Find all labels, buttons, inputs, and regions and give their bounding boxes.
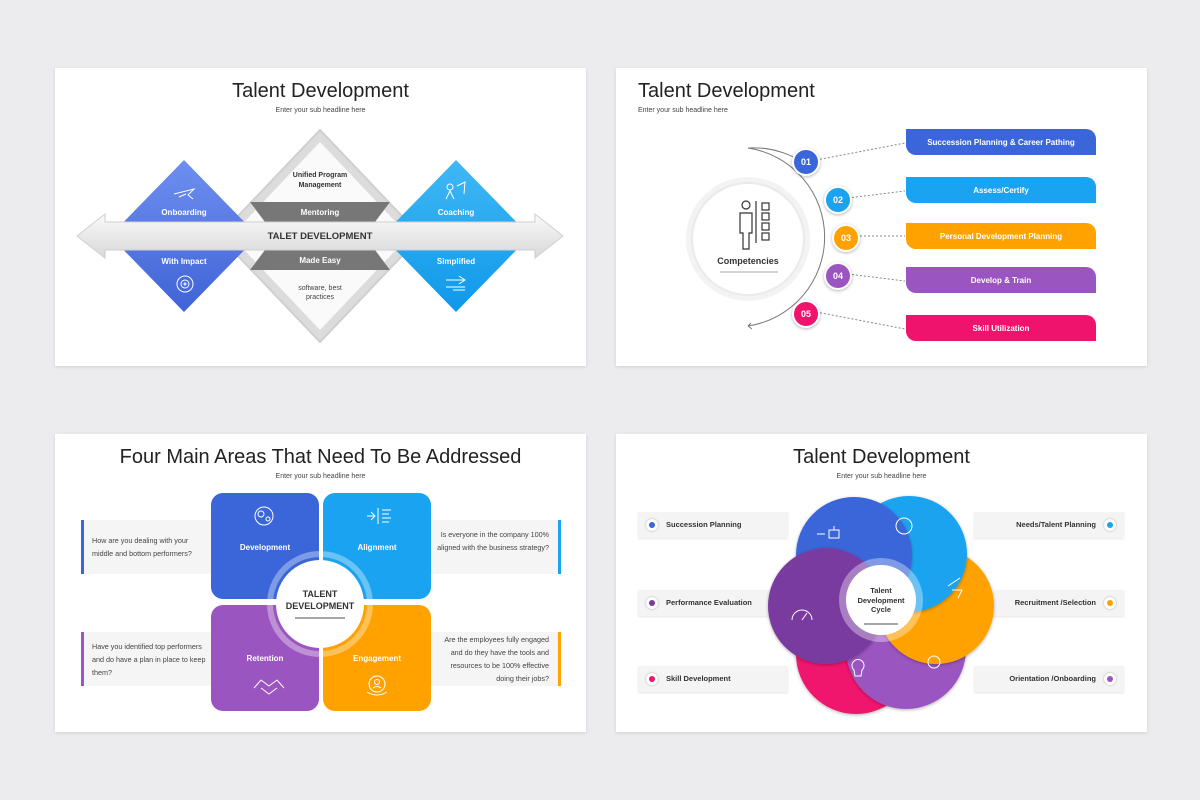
- step-pill-develop-train: Develop & Train: [906, 267, 1096, 293]
- performance-icon: [791, 609, 813, 621]
- cycle-petals: [768, 496, 994, 714]
- outer-arc: [747, 147, 826, 327]
- step-pill-assess: Assess/Certify: [906, 177, 1096, 203]
- engagement-hand-icon: [366, 675, 388, 696]
- step-number-05: 05: [792, 300, 820, 328]
- development-label: Development: [239, 543, 291, 552]
- center-ring: [267, 551, 373, 657]
- succession-icon: [817, 526, 840, 539]
- recruitment-icon: [947, 577, 963, 599]
- competency-circle: [691, 182, 805, 296]
- coaching-icon: [445, 181, 466, 200]
- step-number-04: 04: [824, 262, 852, 290]
- step-number-02: 02: [824, 186, 852, 214]
- skill-bulb-icon: [851, 659, 865, 677]
- slide-four-main-areas: Four Main Areas That Need To Be Addresse…: [55, 434, 586, 732]
- card-label: Orientation /Onboarding: [1009, 674, 1096, 683]
- competencies-label: Competencies: [717, 256, 779, 266]
- arrow-band: [76, 212, 564, 260]
- cycle-center-circle: [846, 565, 916, 635]
- plane-icon: [173, 188, 196, 200]
- step-pill-personal-development: Personal Development Planning: [906, 223, 1096, 249]
- simplified-label: Simplified: [436, 257, 476, 266]
- made-easy-label: Made Easy: [299, 256, 341, 265]
- card-succession-planning: Succession Planning: [638, 512, 788, 538]
- mentoring-label: Mentoring: [300, 208, 340, 217]
- card-label: Skill Development: [666, 674, 731, 683]
- outer-arc-bottom: [747, 322, 753, 330]
- question-4-text: Are the employees fully engaged and do t…: [444, 635, 549, 683]
- card-orientation-onboarding: Orientation /Onboarding: [974, 666, 1124, 692]
- cycle-center-label: Talent Development Cycle: [857, 586, 905, 614]
- card-needs-talent-planning: Needs/Talent Planning: [974, 512, 1124, 538]
- slide-talent-development-steps: Talent Development Enter your sub headli…: [616, 68, 1147, 366]
- center-label: TALENT DEVELOPMENT: [285, 589, 355, 611]
- card-label: Recruitment /Selection: [1014, 598, 1096, 607]
- step-number-01: 01: [792, 148, 820, 176]
- card-label: Succession Planning: [666, 520, 742, 529]
- slide-subtitle: Enter your sub headline here: [275, 473, 366, 480]
- band-label: TALET DEVELOPMENT: [267, 231, 373, 242]
- four-areas-overlay: [253, 506, 391, 696]
- handshake-icon: [253, 679, 285, 695]
- person-checklist-icon: [739, 200, 770, 250]
- arrows-icon: [446, 275, 466, 291]
- slide-talent-development-diamonds: Talent Development Enter your sub headli…: [55, 68, 586, 366]
- center-circle: [276, 560, 364, 648]
- onboarding-label: Onboarding: [161, 208, 207, 217]
- steps-connectors: [686, 142, 906, 330]
- question-2-text: Is everyone in the company 100% aligned …: [437, 530, 549, 552]
- diamond-diagram: [76, 128, 564, 344]
- slide-title: Talent Development: [793, 446, 970, 468]
- mentoring-band: [250, 202, 390, 222]
- slide-subtitle: Enter your sub headline here: [638, 107, 728, 114]
- question-card-4: [430, 632, 561, 686]
- align-icon: [367, 508, 391, 524]
- card-label: Needs/Talent Planning: [1016, 520, 1096, 529]
- step-number-03: 03: [832, 224, 860, 252]
- question-card-2: [430, 520, 561, 574]
- question-1-text: How are you dealing with your middle and…: [92, 536, 192, 558]
- gears-head-icon: [254, 506, 274, 526]
- card-skill-development: Skill Development: [638, 666, 788, 692]
- question-card-3: [81, 632, 214, 686]
- unified-program-label: Unified Program Management: [292, 172, 348, 189]
- software-label: software, best practices: [298, 285, 342, 301]
- needs-icon: [895, 517, 913, 535]
- slide-title: Talent Development: [232, 80, 409, 102]
- question-3-text: Have you identified top performers and d…: [92, 642, 206, 677]
- target-icon: [176, 275, 194, 293]
- orientation-icon: [927, 655, 941, 669]
- step-pill-skill-utilization: Skill Utilization: [906, 315, 1096, 341]
- retention-label: Retention: [246, 654, 284, 663]
- with-impact-label: With Impact: [161, 257, 207, 266]
- step-pill-succession: Succession Planning & Career Pathing: [906, 129, 1096, 155]
- card-performance-evaluation: Performance Evaluation: [638, 590, 788, 616]
- made-easy-band: [250, 250, 390, 270]
- question-card-1: [81, 520, 214, 574]
- card-recruitment-selection: Recruitment /Selection: [974, 590, 1124, 616]
- slide-subtitle: Enter your sub headline here: [836, 473, 927, 480]
- slide-subtitle: Enter your sub headline here: [275, 107, 366, 114]
- card-label: Performance Evaluation: [666, 598, 752, 607]
- slide-talent-development-cycle: Talent Development Enter your sub headli…: [616, 434, 1147, 732]
- alignment-label: Alignment: [357, 543, 397, 552]
- slide-title: Talent Development: [638, 80, 815, 102]
- coaching-label: Coaching: [437, 208, 475, 217]
- slide-title: Four Main Areas That Need To Be Addresse…: [119, 446, 522, 468]
- engagement-label: Engagement: [352, 654, 401, 663]
